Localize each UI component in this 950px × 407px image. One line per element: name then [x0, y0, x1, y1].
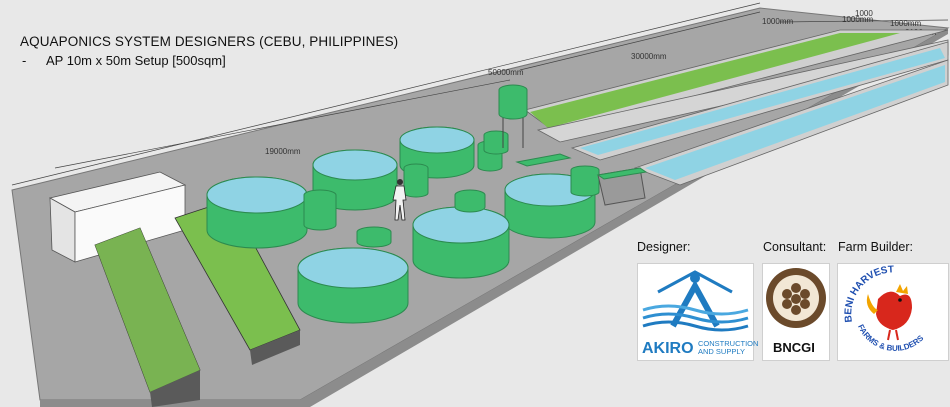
- dimension-1000-a: 1000mm: [762, 17, 793, 26]
- bncgi-logo: BNCGI: [762, 263, 830, 361]
- fish-tank: [297, 247, 409, 324]
- dimension-1000-d: 1000mm: [890, 19, 921, 28]
- person-figure: [392, 179, 407, 221]
- designer-label: Designer:: [637, 240, 691, 254]
- akiro-subtext-line1: CONSTRUCTION: [698, 339, 759, 348]
- filter-boxes: [515, 153, 648, 206]
- dimension-1000-c: 1000: [855, 9, 873, 18]
- dimension-1000-b: 1000mm: [842, 15, 873, 24]
- beni-harvest-logo-mark: BENI HARVEST FARMS & BUILDERS: [843, 264, 926, 353]
- akiro-subtext: CONSTRUCTION AND SUPPLY: [698, 340, 758, 356]
- small-tank: [454, 189, 486, 213]
- raft-beds: [524, 29, 949, 186]
- fish-tanks: [206, 84, 600, 324]
- small-tank: [356, 226, 392, 248]
- dimension-19000: 19000mm: [265, 147, 301, 156]
- dimension-50000: 50000mm: [488, 68, 524, 77]
- beni-harvest-logo: BENI HARVEST FARMS & BUILDERS: [837, 263, 949, 361]
- akiro-logo: AKIRO CONSTRUCTION AND SUPPLY: [637, 263, 758, 361]
- akiro-subtext-line2: AND SUPPLY: [698, 347, 745, 356]
- page-subtitle: - AP 10m x 50m Setup [500sqm]: [22, 53, 226, 68]
- rooster-icon: [866, 284, 912, 341]
- fish-tank: [206, 176, 308, 249]
- small-tank: [303, 189, 337, 231]
- bncgi-wordmark: BNCGI: [773, 340, 815, 355]
- vertical-grow-racks: [94, 199, 301, 407]
- bncgi-logo-mark: [766, 268, 826, 328]
- small-tank: [403, 163, 429, 198]
- subtitle-text: AP 10m x 50m Setup [500sqm]: [46, 53, 226, 68]
- page-title: AQUAPONICS SYSTEM DESIGNERS (CEBU, PHILI…: [20, 34, 399, 49]
- consultant-label: Consultant:: [763, 240, 827, 254]
- fish-tank: [412, 206, 510, 279]
- header-tank: [498, 84, 528, 120]
- dimension-30000: 30000mm: [631, 52, 667, 61]
- dimension-lines: [11, 2, 949, 186]
- akiro-wordmark: AKIRO: [642, 340, 694, 357]
- small-tank: [483, 130, 509, 155]
- subtitle-bullet: -: [22, 53, 27, 68]
- farm-builder-label: Farm Builder:: [838, 240, 914, 254]
- fish-tank: [312, 149, 398, 211]
- small-tank: [570, 165, 600, 197]
- akiro-logo-mark: [642, 270, 749, 332]
